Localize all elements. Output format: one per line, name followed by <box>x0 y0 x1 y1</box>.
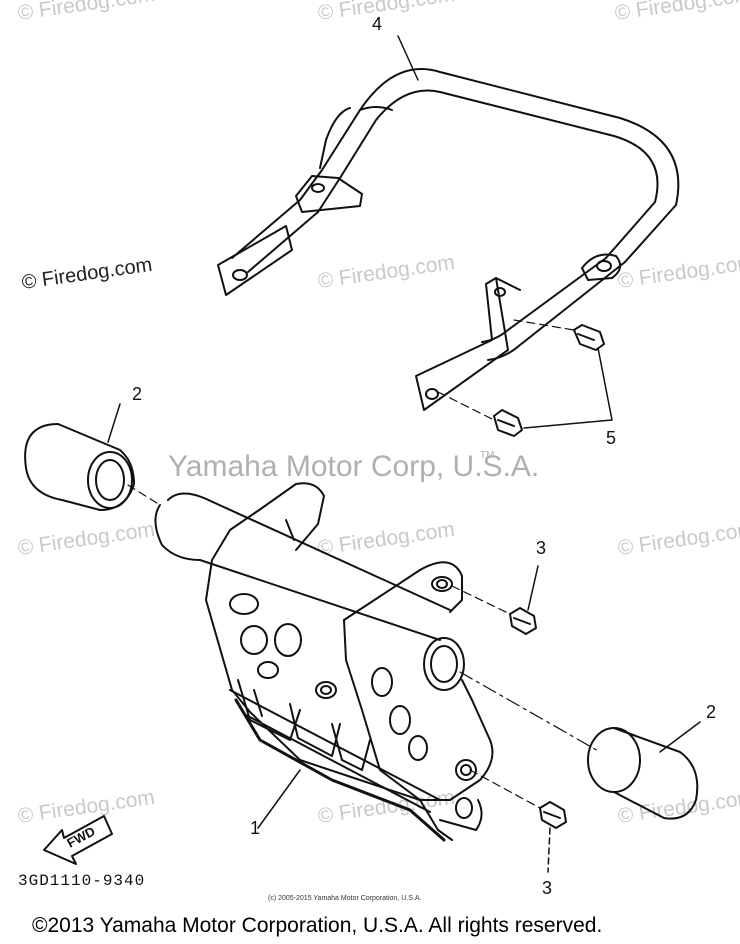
small-copyright: (c) 2005-2015 Yamaha Motor Corporation, … <box>268 895 422 902</box>
end-cap-right-part-2 <box>587 721 701 820</box>
callout-part-3-lower: 3 <box>542 878 553 898</box>
footer-copyright: ©2013 Yamaha Motor Corporation, U.S.A. A… <box>32 914 603 937</box>
front-guard-part-1 <box>154 482 601 842</box>
grab-bar-part-4 <box>217 35 680 411</box>
end-cap-left-part-2 <box>24 403 161 511</box>
callout-part-4: 4 <box>372 14 383 34</box>
part-number: 3GD1110-9340 <box>18 872 146 890</box>
callout-part-2-right: 2 <box>706 702 717 722</box>
callout-part-1: 1 <box>250 818 261 838</box>
fwd-arrow-icon <box>43 815 113 865</box>
callout-part-3-upper: 3 <box>536 538 547 558</box>
callout-part-5: 5 <box>606 428 617 448</box>
brand-watermark: Yamaha Motor Corp, U.S.A. <box>168 450 540 483</box>
fwd-label: FWD <box>64 824 97 851</box>
callout-part-2-left: 2 <box>132 384 143 404</box>
brand-trademark: TM <box>480 450 495 461</box>
bolts-part-5 <box>437 319 613 437</box>
bolts-part-3 <box>451 565 567 873</box>
